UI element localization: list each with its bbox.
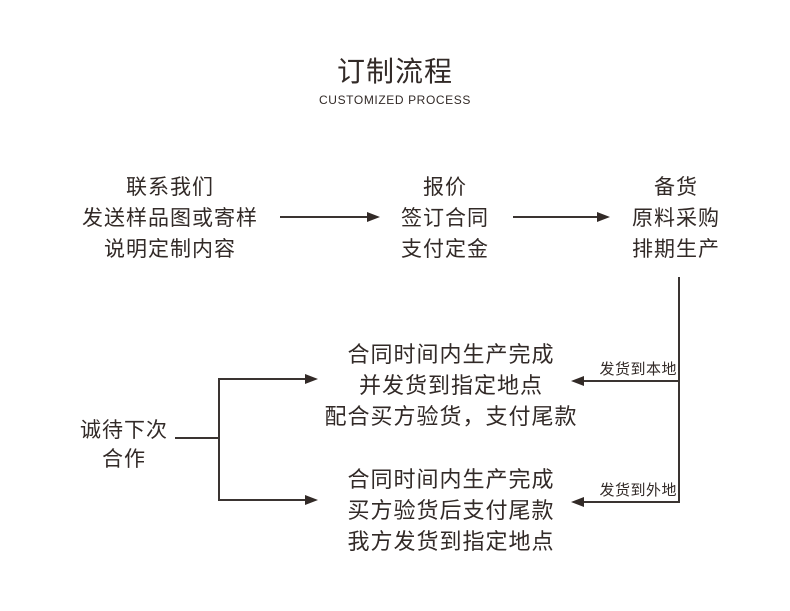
step-line: 备货 [654,176,698,199]
connector-branch-local [584,380,680,382]
step-line: 报价 [423,176,467,199]
step-line: 签订合同 [401,207,489,230]
outcome-line: 配合买方验货，支付尾款 [324,404,578,429]
outcome-line: 买方验货后支付尾款 [347,498,555,523]
step-block-contact: 联系我们 发送样品图或寄样 说明定制内容 [60,172,280,265]
step-block-stock: 备货 原料采购 排期生产 [576,172,776,265]
outcome-line: 并发货到指定地点 [358,373,543,398]
outcome-line: 合同时间内生产完成 [347,342,555,367]
connector-left-branch [218,378,220,501]
step-line: 排期生产 [632,238,720,261]
step-line: 原料采购 [632,207,720,230]
step-line: 说明定制内容 [104,238,236,261]
arrow-right-icon [367,212,380,222]
branch-label-local: 发货到本地 [599,361,677,378]
connector-left-top [219,378,306,380]
outcome-block-remote: 合同时间内生产完成 买方验货后支付尾款 我方发货到指定地点 [303,464,599,557]
connector-left-bottom [219,499,306,501]
outcome-line: 我方发货到指定地点 [347,529,555,554]
closing-line: 诚待下次 [80,419,168,442]
outcome-line: 合同时间内生产完成 [347,467,555,492]
arrow-left-icon [571,497,584,507]
closing-block: 诚待下次 合作 [56,416,192,474]
step-block-quote: 报价 签订合同 支付定金 [345,172,545,265]
step-line: 联系我们 [126,176,214,199]
step-line: 发送样品图或寄样 [82,207,258,230]
page-title: 订制流程 [336,56,453,87]
connector-step2-step3 [513,216,598,218]
closing-line: 合作 [102,448,146,471]
outcome-block-local: 合同时间内生产完成 并发货到指定地点 配合买方验货，支付尾款 [303,339,599,432]
connector-stock-down [678,277,680,503]
page-subtitle: CUSTOMIZED PROCESS [319,93,471,107]
connector-step1-step2 [280,216,368,218]
step-line: 支付定金 [401,238,489,261]
connector-branch-remote [584,501,680,503]
arrow-right-icon [305,374,318,384]
arrow-right-icon [597,212,610,222]
diagram-header: 订制流程 CUSTOMIZED PROCESS [0,56,790,107]
branch-label-remote: 发货到外地 [599,482,677,499]
arrow-left-icon [571,376,584,386]
arrow-right-icon [305,495,318,505]
connector-closing [175,437,220,439]
